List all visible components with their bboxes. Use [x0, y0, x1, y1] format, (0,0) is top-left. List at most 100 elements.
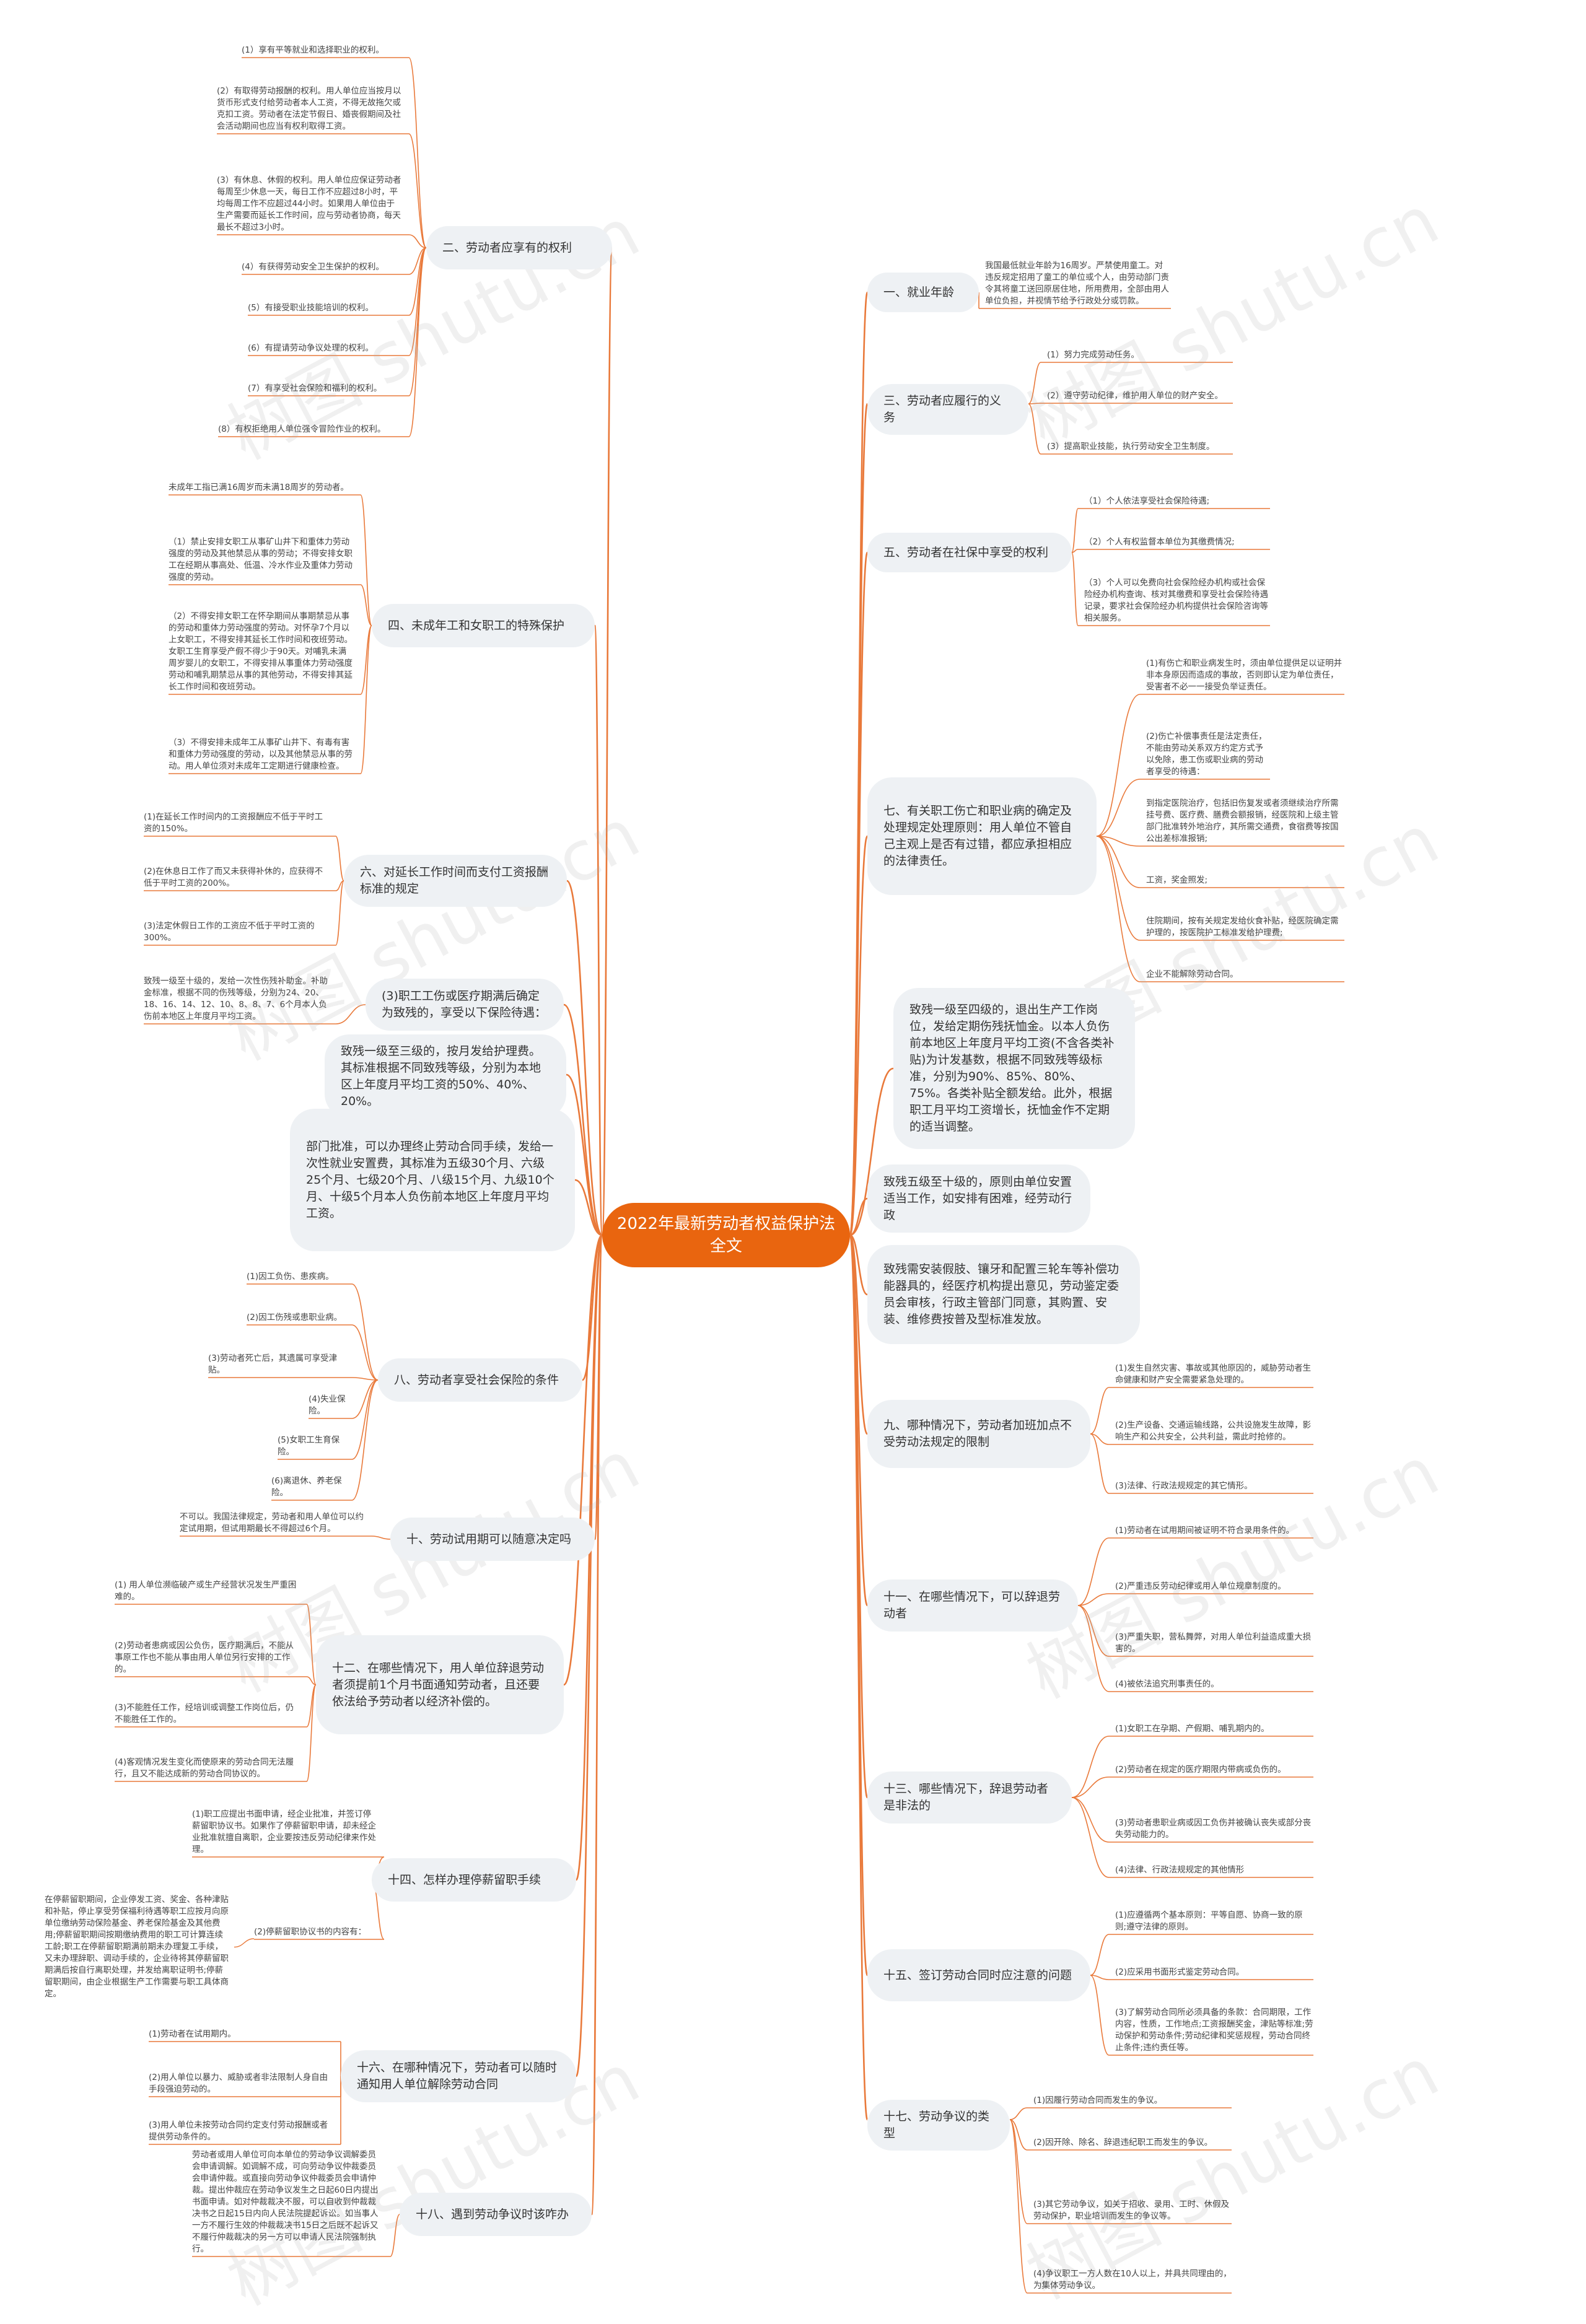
leaf-topic[interactable]: (2)因开除、除名、辞退违纪职工而发生的争议。 [1033, 2138, 1213, 2147]
leaf-topic[interactable]: 劳动者或用人单位可向本单位的劳动争议调解委员会申请调解。如调解不成，可向劳动争议… [192, 2150, 379, 2254]
right-branch-topic[interactable]: 十七、劳动争议的类型 [867, 2100, 1010, 2151]
leaf-topic[interactable]: (5)女职工生育保险。 [278, 1435, 340, 1457]
leaf-topic[interactable]: (2)停薪留职协议书的内容有： [254, 1927, 367, 1937]
left-branch-topic[interactable]: 四、未成年工和女职工的特殊保护 [372, 604, 595, 647]
leaf-topic[interactable]: (2)应采用书面形式鉴定劳动合同。 [1115, 1967, 1245, 1977]
connector-line [1077, 1605, 1110, 1657]
leaf-topic[interactable]: （1）禁止安排女职工从事矿山井下和重体力劳动强度的劳动及其他禁忌从事的劳动；不得… [169, 537, 353, 582]
right-branch-topic[interactable]: 致残需安装假肢、镶牙和配置三轮车等补偿功能器具的，经医疗机构提出意见，劳动鉴定委… [867, 1245, 1140, 1344]
leaf-topic[interactable]: (3)劳动者死亡后，其遗属可享受津贴。 [208, 1353, 338, 1375]
leaf-topic[interactable]: (6)离退休、养老保险。 [271, 1476, 342, 1498]
leaf-topic[interactable]: (1)在延长工作时间内的工资报酬应不低于平时工资的150%。 [144, 812, 323, 834]
leaf-topic[interactable]: 不可以。我国法律规定，劳动者和用人单位可以约定试用期，但试用期最长不得超过6个月… [180, 1512, 364, 1534]
left-branch-topic[interactable]: 六、对延长工作时间而支付工资报酬标准的规定 [344, 855, 567, 907]
leaf-topic[interactable]: (2)严重违反劳动纪律或用人单位规章制度的。 [1115, 1581, 1286, 1591]
leaf-topic[interactable]: (2)生产设备、交通运输线路，公共设施发生故障，影响生产和公共安全，公共利益，需… [1115, 1420, 1312, 1442]
leaf-topic[interactable]: (4)法律、行政法规规定的其他情形 [1115, 1865, 1245, 1875]
leaf-topic[interactable]: 住院期间，按有关规定发给伙食补贴，经医院确定需护理的，按医院护工标准发给护理费; [1146, 916, 1339, 938]
leaf-topic[interactable]: (1)因履行劳动合同而发生的争议。 [1033, 2095, 1163, 2105]
right-branch-topic[interactable]: 九、哪种情况下，劳动者加班加点不受劳动法规定的限制 [867, 1400, 1090, 1468]
leaf-topic[interactable]: （3）个人可以免费向社会保险经办机构或社会保险经办机构查询、核对其缴费和享受社会… [1084, 578, 1268, 623]
leaf-topic[interactable]: (3)了解劳动合同所必须具备的条款：合同期限，工作内容，性质，工作地点;工资报酬… [1115, 2007, 1313, 2053]
leaf-topic[interactable]: (1)劳动者在试用期内。 [149, 2029, 236, 2039]
right-branch-topic[interactable]: 十三、哪些情况下，辞退劳动者是非法的 [867, 1771, 1072, 1824]
leaf-topic[interactable]: 致残一级至十级的，发给一次性伤残补助金。补助金标准，根据不同的伤残等级，分别为2… [144, 976, 328, 1021]
leaf-topic[interactable]: (3)严重失职，营私舞弊，对用人单位利益造成重大损害的。 [1115, 1632, 1312, 1654]
leaf-topic[interactable]: 到指定医院治疗，包括旧伤复发或者须继续治疗所需挂号费、医疗费、膳费会额报销，经医… [1146, 798, 1339, 844]
leaf-topic[interactable]: (8）有权拒绝用人单位强令冒险作业的权利。 [218, 424, 386, 434]
leaf-topic[interactable]: (4)客观情况发生变化而使原来的劳动合同无法履行，且又不能达成新的劳动合同协议的… [115, 1757, 294, 1779]
connector-line [306, 1684, 317, 1728]
leaf-topic[interactable]: (1)女职工在孕期、产假期、哺乳期内的。 [1115, 1724, 1269, 1734]
leaf-topic[interactable]: (3)劳动者患职业病或因工负伤并被确认丧失或部分丧失劳动能力的。 [1115, 1818, 1312, 1840]
right-branch-topic[interactable]: 致残五级至十级的，原则由单位安置适当工作，如安排有困难，经劳动行政 [867, 1164, 1090, 1233]
leaf-topic[interactable]: (3)用人单位未按劳动合同约定支付劳动报酬或者提供劳动条件的。 [149, 2120, 328, 2142]
leaf-topic[interactable]: (7）有享受社会保险和福利的权利。 [248, 383, 382, 393]
leaf-topic[interactable]: (2)劳动者在规定的医疗期限内带病或负伤的。 [1115, 1765, 1286, 1775]
leaf-topic[interactable]: (2)因工伤残或患职业病。 [247, 1313, 343, 1322]
connector-line [1096, 836, 1141, 888]
leaf-topic[interactable]: (1)应遵循两个基本原则：平等自愿、协商一致的原则;遵守法律的原则。 [1115, 1910, 1303, 1932]
right-branch-topic[interactable]: 三、劳动者应履行的义务 [867, 384, 1028, 435]
left-branch-topic[interactable]: 八、劳动者享受社会保险的条件 [378, 1358, 582, 1402]
leaf-topic[interactable]: (4)被依法追究刑事责任的。 [1115, 1679, 1219, 1689]
left-branch-topic[interactable]: 致残一级至三级的，按月发给护理费。其标准根据不同致残等级，分别为本地区上年度月平… [325, 1034, 566, 1119]
leaf-topic[interactable]: (1)有伤亡和职业病发生时，须由单位提供足以证明并非本身原因而造成的事故，否则即… [1146, 658, 1343, 692]
leaf-topic[interactable]: (3)法律、行政法规规定的其它情形。 [1115, 1481, 1253, 1491]
left-branch-topic[interactable]: 十八、遇到劳动争议时该咋办 [400, 2193, 592, 2236]
leaf-topic[interactable]: (2）有取得劳动报酬的权利。用人单位应当按月以货币形式支付给劳动者本人工资，不得… [217, 86, 401, 131]
leaf-topic[interactable]: (1）努力完成劳动任务。 [1047, 350, 1139, 360]
right-branch-topic[interactable]: 十五、签订劳动合同时应注意的问题 [867, 1949, 1090, 2001]
leaf-topic[interactable]: (2）遵守劳动纪律，维护用人单位的财产安全。 [1047, 391, 1223, 401]
leaf-topic[interactable]: (5）有接受职业技能培训的权利。 [248, 303, 374, 313]
connector-line [1090, 1433, 1110, 1445]
leaf-topic[interactable]: (2)劳动者患病或因公负伤，医疗期满后，不能从事原工作也不能从事由用人单位另行安… [115, 1641, 294, 1674]
leaf-topic[interactable]: (4)争议职工一方人数在10人以上，并具共同理由的，为集体劳动争议。 [1033, 2269, 1232, 2291]
left-branch-topic[interactable]: 十二、在哪些情况下，用人单位辞退劳动者须提前1个月书面通知劳动者，且还要依法给予… [316, 1635, 564, 1734]
right-branch-topic[interactable]: 致残一级至四级的，退出生产工作岗位，发给定期伤残抚恤金。以本人负伤前本地区上年度… [893, 988, 1135, 1149]
leaf-topic[interactable]: 我国最低就业年龄为16周岁。严禁使用童工。对违反规定招用了童工的单位或个人，由劳… [985, 261, 1169, 306]
leaf-topic[interactable]: (1）享有平等就业和选择职业的权利。 [242, 45, 384, 55]
connector-line [408, 247, 427, 275]
right-branch-topic[interactable]: 十一、在哪些情况下，可以辞退劳动者 [867, 1579, 1078, 1632]
leaf-topic[interactable]: (1)职工应提出书面申请，经企业批准，并签订停薪留职协议书。如果作了停薪留职申请… [192, 1809, 376, 1854]
leaf-topic[interactable]: （2）个人有权监督本单位为其缴费情况; [1084, 537, 1235, 547]
leaf-topic[interactable]: (1)因工负伤、患疾病。 [247, 1272, 334, 1282]
leaf-topic[interactable]: (1) 用人单位濒临破产或生产经营状况发生严重困难的。 [115, 1580, 297, 1602]
right-branch-topic[interactable]: 七、有关职工伤亡和职业病的确定及处理规定处理原则：用人单位不管自己主观上是否有过… [867, 777, 1097, 895]
connector-line [1009, 2119, 1028, 2294]
leaf-topic[interactable]: (2)伤亡补偿事责任是法定责任，不能由劳动关系双方约定方式予以免除，患工伤或职业… [1146, 732, 1267, 777]
sub-leaf-topic[interactable]: 在停薪留职期间，企业停发工资、奖金、各种津贴和补贴，停止享受劳保福利待遇等职工应… [45, 1895, 229, 1999]
leaf-topic[interactable]: (2)在休息日工作了而又未获得补休的，应获得不低于平时工资的200%。 [144, 867, 323, 888]
leaf-topic[interactable]: 企业不能解除劳动合同。 [1146, 969, 1238, 979]
leaf-topic[interactable]: （1）个人依法享受社会保险待遇; [1084, 496, 1210, 506]
leaf-topic[interactable]: (4)失业保险。 [309, 1394, 346, 1416]
leaf-topic[interactable]: (3)法定休假日工作的工资应不低于平时工资的300%。 [144, 921, 315, 943]
connector-line [1071, 1736, 1110, 1798]
left-branch-topic[interactable]: (3)职工工伤或医疗期满后确定为致残的，享受以下保险待遇： [366, 979, 564, 1031]
left-branch-topic[interactable]: 十、劳动试用期可以随意决定吗 [390, 1518, 595, 1561]
root-topic[interactable]: 2022年最新劳动者权益保护法全文 [602, 1203, 850, 1267]
leaf-topic[interactable]: (1)发生自然灾害、事故或其他原因的，威胁劳动者生命健康和财产安全需要紧急处理的… [1115, 1363, 1312, 1385]
leaf-topic[interactable]: (1)劳动者在试用期间被证明不符合录用条件的。 [1115, 1526, 1295, 1536]
leaf-topic[interactable]: (4）有获得劳动安全卫生保护的权利。 [242, 262, 384, 272]
leaf-topic[interactable]: (3）有休息、休假的权利。用人单位应保证劳动者每周至少休息一天，每日工作不应超过… [217, 175, 401, 232]
connector-line [306, 1684, 317, 1782]
connector-line [1090, 1975, 1110, 2056]
left-branch-topic[interactable]: 十四、怎样办理停薪留职手续 [372, 1858, 576, 1902]
leaf-topic[interactable]: 工资，奖金照发; [1146, 875, 1208, 885]
leaf-topic[interactable]: (3)不能胜任工作，经培训或调整工作岗位后，仍不能胜任工作的。 [115, 1703, 294, 1724]
left-branch-topic[interactable]: 部门批准，可以办理终止劳动合同手续，发给一次性就业安置费，其标准为五级30个月、… [290, 1109, 575, 1251]
connector-line [566, 880, 603, 1236]
left-branch-topic[interactable]: 十六、在哪种情况下，劳动者可以随时通知用人单位解除劳动合同 [341, 2050, 576, 2102]
leaf-topic[interactable]: (3）提高职业技能，执行劳动安全卫生制度。 [1047, 442, 1215, 452]
leaf-topic[interactable]: (3)其它劳动争议，如关于招收、录用、工时、休假及劳动保护，职业培训而发生的争议… [1033, 2200, 1230, 2221]
left-branch-topic[interactable]: 二、劳动者应享有的权利 [426, 226, 612, 269]
right-branch-topic[interactable]: 一、就业年龄 [867, 273, 979, 312]
leaf-topic[interactable]: 未成年工指已满16周岁而未满18周岁的劳动者。 [169, 483, 349, 492]
leaf-topic[interactable]: （2）不得安排女职工在怀孕期间从事期禁忌从事的劳动和重体力劳动强度的劳动。对怀孕… [169, 611, 353, 692]
right-branch-topic[interactable]: 五、劳动者在社保中享受的权利 [867, 533, 1072, 572]
leaf-topic[interactable]: (6）有提请劳动争议处理的权利。 [248, 343, 374, 353]
leaf-topic[interactable]: （3）不得安排未成年工从事矿山井下、有毒有害和重体力劳动强度的劳动，以及其他禁忌… [169, 738, 353, 771]
leaf-topic[interactable]: (2)用人单位以暴力、威胁或者非法限制人身自由手段强迫劳动的。 [149, 2073, 328, 2094]
